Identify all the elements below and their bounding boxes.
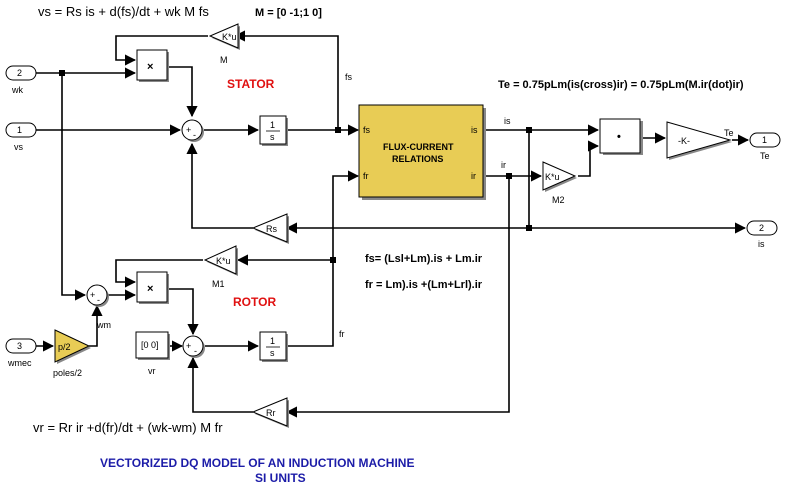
- rotor-integrator-block[interactable]: 1 s: [259, 331, 288, 362]
- svg-text:Te: Te: [760, 151, 770, 161]
- stator-product-block[interactable]: ×: [136, 49, 169, 82]
- svg-text:s: s: [270, 348, 275, 358]
- svg-text:1: 1: [762, 135, 767, 145]
- gain-k-block[interactable]: -K-: [666, 121, 732, 160]
- flux-current-relations-block[interactable]: FLUX-CURRENT RELATIONS fs fr is ir: [358, 104, 486, 200]
- flux-fs-equation: fs= (Lsl+Lm).is + Lm.ir: [365, 253, 483, 265]
- svg-text:K*u: K*u: [222, 32, 237, 42]
- svg-text:RELATIONS: RELATIONS: [392, 154, 443, 164]
- inport-vs[interactable]: 1 vs: [5, 122, 37, 152]
- svg-text:1: 1: [270, 120, 275, 130]
- svg-text:poles/2: poles/2: [53, 368, 82, 378]
- diagram-title-line2: SI UNITS: [255, 471, 306, 485]
- signal-label-wm: wm: [96, 320, 111, 330]
- svg-text:K*u: K*u: [216, 256, 231, 266]
- svg-text:[0 0]: [0 0]: [141, 340, 159, 350]
- svg-text:K*u: K*u: [545, 172, 560, 182]
- wire-junctions: [59, 70, 532, 263]
- gain-m-block[interactable]: K*u M: [208, 23, 240, 65]
- dot-product-block[interactable]: •: [599, 118, 643, 155]
- svg-text:-: -: [97, 295, 100, 305]
- svg-text:ir: ir: [471, 171, 476, 181]
- svg-text:1: 1: [270, 336, 275, 346]
- svg-text:Rr: Rr: [266, 408, 276, 418]
- svg-text:+: +: [90, 290, 95, 300]
- m-matrix-definition: M = [0 -1;1 0]: [255, 7, 322, 19]
- svg-text:-: -: [194, 346, 197, 356]
- svg-text:1: 1: [17, 125, 22, 135]
- gain-m2-block[interactable]: K*u M2: [542, 161, 577, 205]
- svg-text:+: +: [186, 341, 191, 351]
- inport-wk[interactable]: 2 wk: [5, 65, 37, 95]
- signal-label-te: Te: [724, 128, 734, 138]
- svg-text:-: -: [193, 130, 196, 140]
- svg-text:fr: fr: [363, 171, 369, 181]
- svg-text:Rs: Rs: [266, 224, 277, 234]
- svg-text:p/2: p/2: [58, 342, 71, 352]
- svg-text:wmec: wmec: [7, 358, 32, 368]
- torque-equation: Te = 0.75pLm(is(cross)ir) = 0.75pLm(M.ir…: [498, 79, 744, 91]
- svg-text:vr: vr: [148, 366, 156, 376]
- svg-text:3: 3: [17, 341, 22, 351]
- svg-text:M1: M1: [212, 279, 225, 289]
- stator-integrator-block[interactable]: 1 s: [259, 115, 288, 146]
- rotor-sum-block[interactable]: + -: [182, 335, 205, 358]
- rotor-speed-sum-block[interactable]: + -: [86, 284, 109, 307]
- svg-text:vs: vs: [14, 142, 24, 152]
- svg-text:fs: fs: [363, 125, 371, 135]
- rotor-label: ROTOR: [233, 295, 276, 309]
- signal-label-fr: fr: [339, 329, 345, 339]
- gain-rs-block[interactable]: Rs: [251, 213, 289, 244]
- svg-text:M2: M2: [552, 195, 565, 205]
- svg-text:is: is: [471, 125, 478, 135]
- outport-is[interactable]: 2 is: [746, 220, 778, 249]
- signal-label-is: is: [504, 116, 511, 126]
- svg-text:FLUX-CURRENT: FLUX-CURRENT: [383, 142, 454, 152]
- signal-label-fs: fs: [345, 72, 353, 82]
- svg-text:is: is: [758, 239, 765, 249]
- svg-text:×: ×: [147, 61, 153, 73]
- gain-rr-block[interactable]: Rr: [251, 397, 289, 428]
- signal-label-ir: ir: [501, 160, 506, 170]
- svg-text:s: s: [270, 132, 275, 142]
- svg-text:•: •: [617, 131, 621, 143]
- stator-label: STATOR: [227, 77, 275, 91]
- gain-m1-block[interactable]: K*u M1: [203, 245, 238, 289]
- stator-voltage-equation: vs = Rs is + d(fs)/dt + wk M fs: [38, 4, 209, 19]
- poles-gain-block[interactable]: p/2 poles/2: [53, 329, 91, 378]
- rotor-product-block[interactable]: ×: [136, 271, 169, 304]
- inport-wmec[interactable]: 3 wmec: [5, 338, 37, 368]
- svg-text:+: +: [186, 125, 191, 135]
- diagram-title-line1: VECTORIZED DQ MODEL OF AN INDUCTION MACH…: [100, 456, 414, 470]
- svg-text:2: 2: [759, 223, 764, 233]
- svg-text:×: ×: [147, 283, 153, 295]
- svg-text:2: 2: [17, 68, 22, 78]
- stator-sum-block[interactable]: + -: [181, 119, 204, 142]
- outport-te[interactable]: 1 Te: [749, 132, 781, 161]
- vr-constant-block[interactable]: [0 0] vr: [135, 331, 170, 376]
- rotor-voltage-equation: vr = Rr ir +d(fr)/dt + (wk-wm) M fr: [33, 420, 223, 435]
- svg-text:-K-: -K-: [678, 136, 690, 146]
- svg-text:wk: wk: [11, 85, 23, 95]
- svg-text:M: M: [220, 55, 228, 65]
- flux-fr-equation: fr = Lm).is +(Lm+Lrl).ir: [365, 279, 483, 291]
